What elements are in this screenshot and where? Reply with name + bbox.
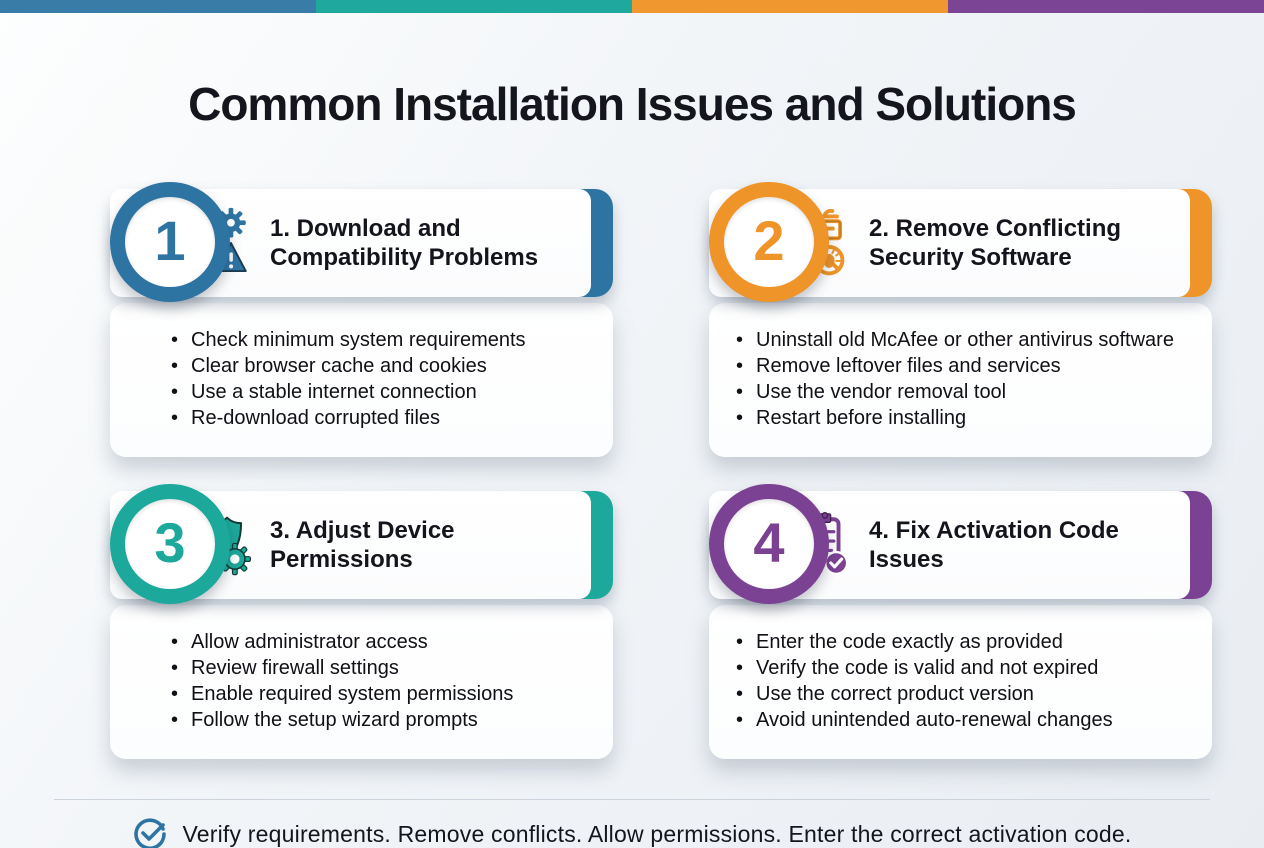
bullet-item: Verify the code is valid and not expired <box>733 655 1194 681</box>
top-bar-segment-purple <box>948 0 1264 13</box>
step-number: 3 <box>154 511 186 574</box>
card-4-header: 4 <box>709 484 1212 604</box>
bullet-item: Allow administrator access <box>168 629 595 655</box>
card-download-compatibility: 1 <box>50 182 613 457</box>
card-2-title: 2. Remove Conflicting Security Software <box>869 214 1122 271</box>
card-2-header: 2 <box>709 182 1212 302</box>
card-3-title: 3. Adjust Device Permissions <box>270 516 455 573</box>
top-accent-bar <box>0 0 1264 13</box>
card-device-permissions: 3 <box>50 484 613 759</box>
top-bar-segment-orange <box>632 0 948 13</box>
top-bar-segment-teal <box>316 0 632 13</box>
bullet-item: Enable required system permissions <box>168 681 595 707</box>
bullet-item: Remove leftover files and services <box>733 353 1194 379</box>
card-1-header: 1 <box>110 182 613 302</box>
cards-grid: 1 <box>0 182 1264 759</box>
bullet-item: Follow the setup wizard prompts <box>168 707 595 733</box>
card-activation-code: 4 <box>649 484 1212 759</box>
card-1-body: Check minimum system requirements Clear … <box>110 303 613 457</box>
check-circle-icon <box>132 816 168 848</box>
step-number: 4 <box>753 511 785 574</box>
card-4-bullet-list: Enter the code exactly as provided Verif… <box>733 629 1194 733</box>
bullet-item: Re-download corrupted files <box>168 405 595 431</box>
card-1-title: 1. Download and Compatibility Problems <box>270 214 539 271</box>
card-4-body: Enter the code exactly as provided Verif… <box>709 605 1212 759</box>
footer-summary-text: Verify requirements. Remove conflicts. A… <box>182 820 1132 847</box>
footer-divider <box>54 799 1210 800</box>
card-2-bullet-list: Uninstall old McAfee or other antivirus … <box>733 327 1194 431</box>
top-bar-segment-blue <box>0 0 316 13</box>
bullet-item: Check minimum system requirements <box>168 327 595 353</box>
card-1-bullet-list: Check minimum system requirements Clear … <box>168 327 595 431</box>
card-3-bullet-list: Allow administrator access Review firewa… <box>168 629 595 733</box>
bullet-item: Enter the code exactly as provided <box>733 629 1194 655</box>
bullet-item: Review firewall settings <box>168 655 595 681</box>
step-number: 1 <box>154 209 186 272</box>
bullet-item: Uninstall old McAfee or other antivirus … <box>733 327 1194 353</box>
step-number-badge: 3 <box>110 484 230 604</box>
step-number-badge: 4 <box>709 484 829 604</box>
bullet-item: Use the correct product version <box>733 681 1194 707</box>
step-number-badge: 1 <box>110 182 230 302</box>
step-number-badge: 2 <box>709 182 829 302</box>
bullet-item: Use a stable internet connection <box>168 379 595 405</box>
bullet-item: Clear browser cache and cookies <box>168 353 595 379</box>
bullet-item: Use the vendor removal tool <box>733 379 1194 405</box>
card-4-title: 4. Fix Activation Code Issues <box>869 516 1119 573</box>
bullet-item: Avoid unintended auto-renewal changes <box>733 707 1194 733</box>
step-number: 2 <box>753 209 785 272</box>
footer-summary: Verify requirements. Remove conflicts. A… <box>0 816 1264 848</box>
page-title: Common Installation Issues and Solutions <box>188 78 1077 130</box>
card-3-body: Allow administrator access Review firewa… <box>110 605 613 759</box>
card-remove-security-software: 2 <box>649 182 1212 457</box>
card-2-body: Uninstall old McAfee or other antivirus … <box>709 303 1212 457</box>
card-3-header: 3 <box>110 484 613 604</box>
bullet-item: Restart before installing <box>733 405 1194 431</box>
